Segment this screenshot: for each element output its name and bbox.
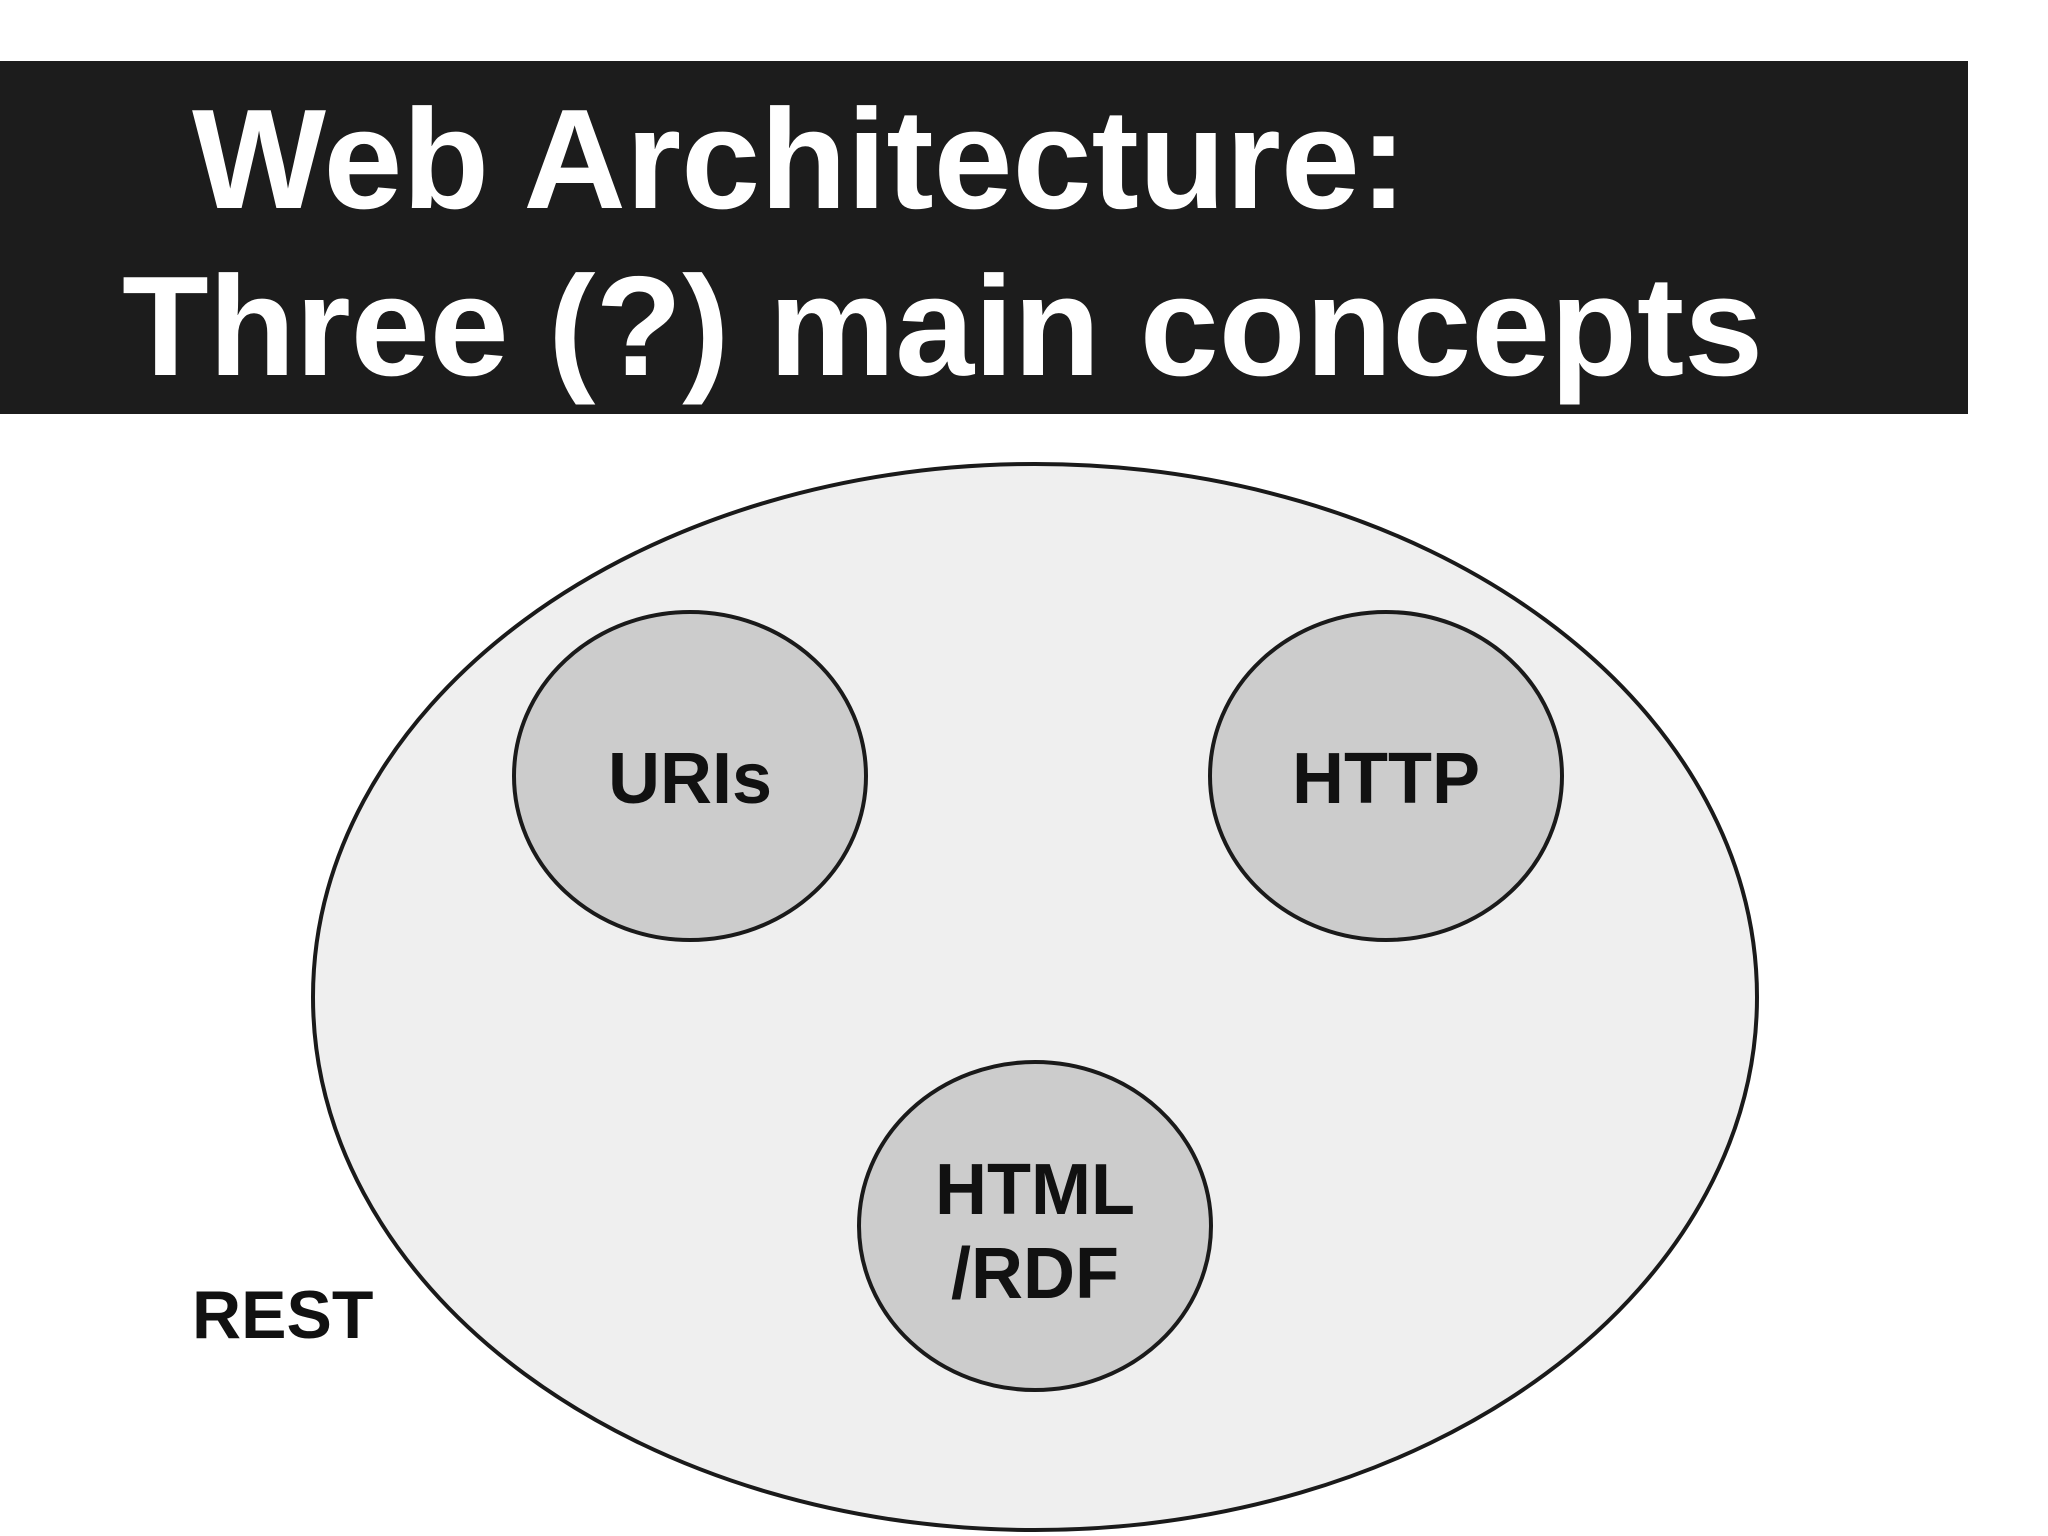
rest-label: REST [192, 1277, 373, 1353]
uris-label: URIs [608, 739, 772, 819]
rdf-label: /RDF [951, 1234, 1119, 1314]
uris-node [512, 610, 868, 942]
title-bar: Web Architecture: Three (?) main concept… [0, 61, 1968, 414]
http-node [1208, 610, 1564, 942]
slide-title-line-1: Web Architecture: [192, 80, 1408, 239]
html-label: HTML [935, 1150, 1135, 1230]
html-rdf-node [857, 1060, 1213, 1392]
http-label: HTTP [1292, 739, 1480, 819]
slide-title-line-2: Three (?) main concepts [122, 247, 1764, 406]
